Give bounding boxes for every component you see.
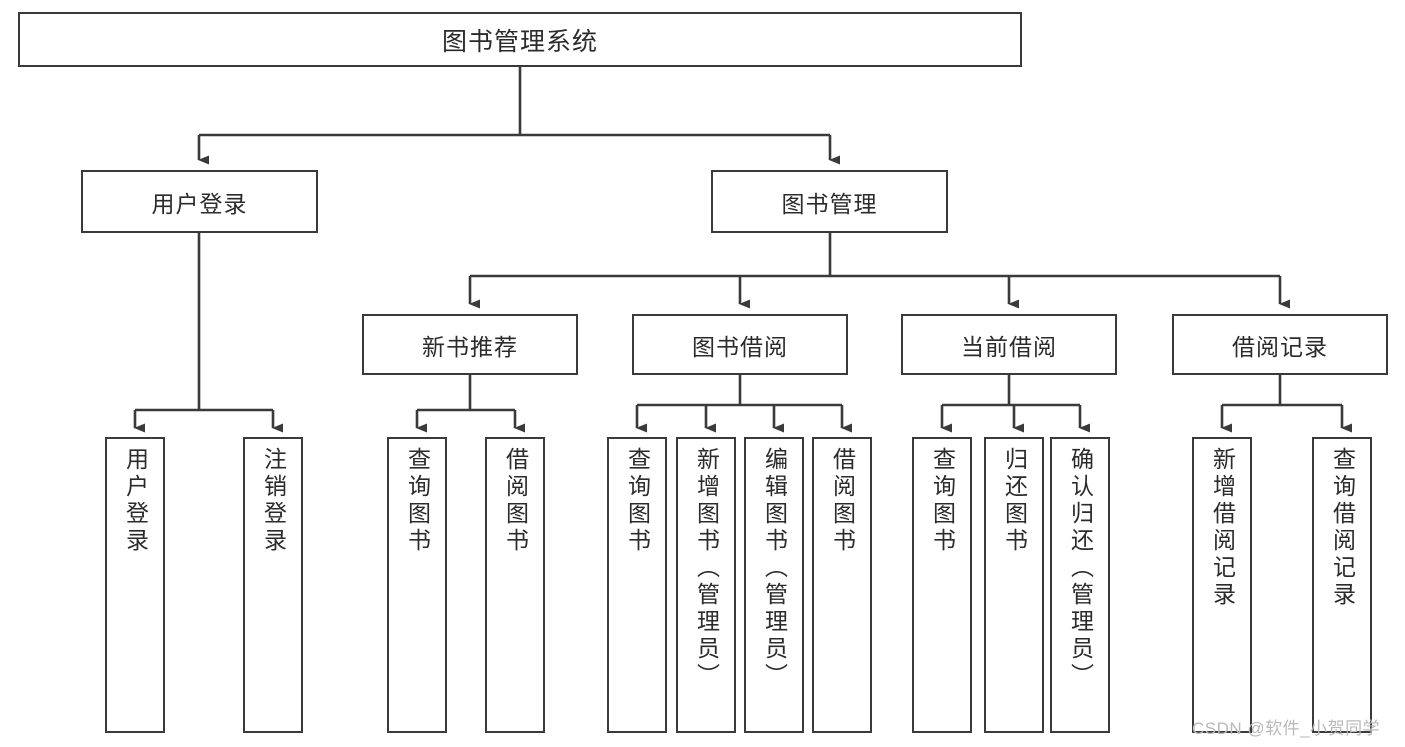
node-leaf-borrow-book-new-label: 借阅图书 [502,447,529,555]
node-leaf-edit-book[interactable]: 编辑图书（管理员） [744,437,804,733]
node-leaf-query-book-current-label: 查询图书 [929,447,956,555]
node-borrow-record-label: 借阅记录 [1232,333,1328,360]
node-leaf-logout[interactable]: 注销登录 [243,437,303,733]
node-leaf-borrow-book[interactable]: 借阅图书 [812,437,872,733]
node-leaf-user-login-label: 用户登录 [122,447,149,555]
node-leaf-query-record[interactable]: 查询借阅记录 [1312,437,1372,733]
node-leaf-confirm-return-label: 确认归还（管理员） [1067,447,1094,690]
node-new-book-recommend-label: 新书推荐 [422,333,518,360]
node-current-borrow[interactable]: 当前借阅 [901,314,1117,375]
node-leaf-add-book-label: 新增图书（管理员） [693,447,720,690]
node-leaf-borrow-book-new[interactable]: 借阅图书 [485,437,545,733]
node-leaf-query-book-borrow-label: 查询图书 [624,447,651,555]
node-book-borrow[interactable]: 图书借阅 [632,314,848,375]
node-leaf-return-book-label: 归还图书 [1001,447,1028,555]
node-book-manage-label: 图书管理 [781,190,878,217]
node-root-label: 图书管理系统 [441,27,598,56]
node-new-book-recommend[interactable]: 新书推荐 [362,314,578,375]
node-leaf-user-login[interactable]: 用户登录 [105,437,165,733]
node-leaf-query-book-current[interactable]: 查询图书 [912,437,972,733]
node-leaf-query-record-label: 查询借阅记录 [1329,447,1356,609]
node-borrow-record[interactable]: 借阅记录 [1172,314,1388,375]
node-book-borrow-label: 图书借阅 [692,333,788,360]
node-leaf-add-record[interactable]: 新增借阅记录 [1192,437,1252,733]
node-root[interactable]: 图书管理系统 [18,12,1022,67]
node-leaf-add-record-label: 新增借阅记录 [1209,447,1236,609]
node-current-borrow-label: 当前借阅 [961,333,1057,360]
node-leaf-edit-book-label: 编辑图书（管理员） [761,447,788,690]
node-leaf-confirm-return[interactable]: 确认归还（管理员） [1050,437,1110,733]
node-leaf-borrow-book-label: 借阅图书 [829,447,856,555]
node-leaf-return-book[interactable]: 归还图书 [984,437,1044,733]
node-leaf-query-book-new-label: 查询图书 [404,447,431,555]
node-leaf-query-book-new[interactable]: 查询图书 [387,437,447,733]
node-leaf-add-book[interactable]: 新增图书（管理员） [676,437,736,733]
node-leaf-logout-label: 注销登录 [260,447,287,555]
node-book-manage[interactable]: 图书管理 [711,170,948,233]
node-user-login[interactable]: 用户登录 [81,170,318,233]
node-leaf-query-book-borrow[interactable]: 查询图书 [607,437,667,733]
node-user-login-label: 用户登录 [151,190,248,217]
